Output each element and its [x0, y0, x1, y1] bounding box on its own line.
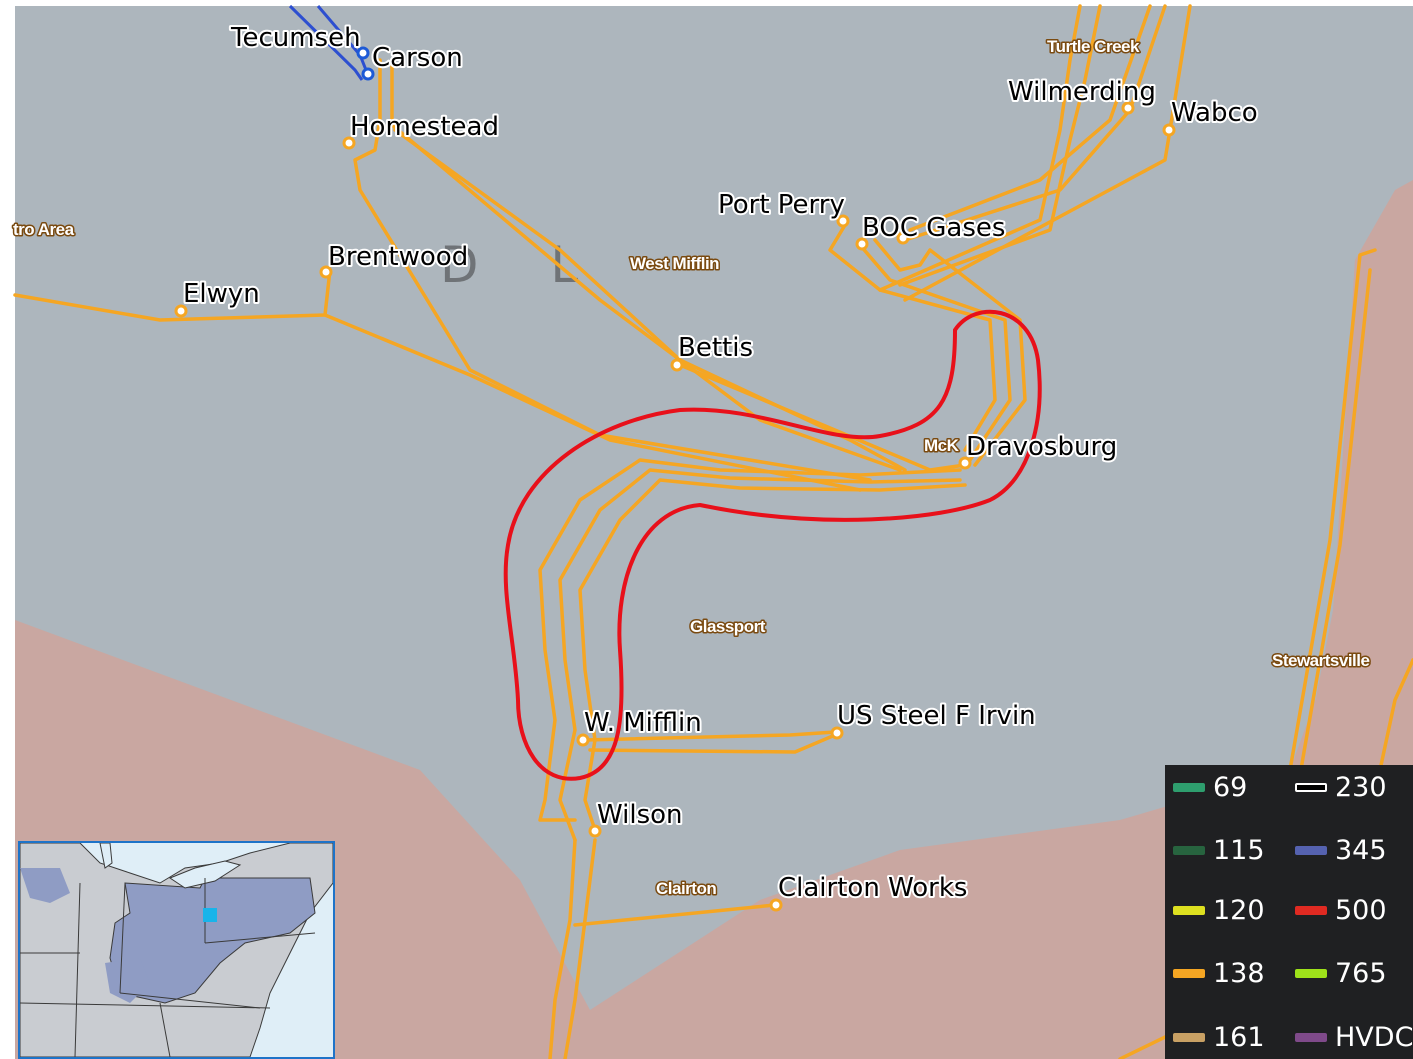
legend-label: 115 [1213, 834, 1265, 866]
legend-item-230: 230 [1295, 771, 1387, 803]
legend-label: HVDC [1335, 1021, 1413, 1053]
legend-item-345: 345 [1295, 834, 1387, 866]
neighbor-territory-east [1300, 180, 1413, 780]
legend-item-hvdc: HVDC [1295, 1021, 1413, 1053]
substation-dot[interactable] [361, 67, 375, 81]
legend-swatch [1295, 1032, 1327, 1042]
substation-dot[interactable] [1121, 101, 1135, 115]
inset-svg [20, 843, 333, 1057]
legend-label: 120 [1213, 894, 1265, 926]
substation-dot[interactable] [576, 733, 590, 747]
place-label: West Mifflin [630, 254, 719, 273]
voltage-legend: 69 230 115 345 120 500 138 765 161 HVDC [1165, 765, 1413, 1059]
legend-label: 69 [1213, 771, 1248, 803]
substation-dot[interactable] [174, 304, 188, 318]
legend-item-120: 120 [1173, 894, 1265, 926]
legend-label: 161 [1213, 1021, 1265, 1053]
substation-label: Brentwood [328, 242, 468, 272]
legend-label: 765 [1335, 957, 1387, 989]
substation-dot[interactable] [896, 231, 910, 245]
substation-label: Tecumseh [230, 23, 361, 53]
substation-dot[interactable] [830, 726, 844, 740]
substation-label: Carson [372, 43, 463, 73]
inset-service-region-west [20, 868, 70, 903]
legend-label: 138 [1213, 957, 1265, 989]
legend-label: 230 [1335, 771, 1387, 803]
place-label: Glassport [690, 617, 766, 636]
legend-item-500: 500 [1295, 894, 1387, 926]
place-label: Stewartsville [1272, 651, 1369, 670]
substation-dot[interactable] [769, 898, 783, 912]
substation-label: Wabco [1171, 98, 1258, 128]
legend-item-115: 115 [1173, 834, 1265, 866]
legend-swatch [1295, 968, 1327, 978]
substation-dot[interactable] [958, 456, 972, 470]
legend-swatch [1173, 1032, 1205, 1042]
inset-lake [99, 843, 113, 869]
legend-item-161: 161 [1173, 1021, 1265, 1053]
substation-label: Clairton Works [778, 873, 967, 903]
legend-item-765: 765 [1295, 957, 1387, 989]
legend-label: 500 [1335, 894, 1387, 926]
place-label: tro Area [13, 220, 75, 239]
inset-state-borders [20, 878, 316, 1057]
substation-dot[interactable] [319, 265, 333, 279]
legend-swatch [1173, 968, 1205, 978]
substation-markers [174, 46, 1176, 912]
substation-label: BOC Gases [862, 213, 1005, 243]
legend-swatch [1295, 905, 1327, 915]
substation-label: Bettis [678, 333, 753, 363]
place-label: Turtle Creek [1047, 37, 1140, 56]
legend-label: 345 [1335, 834, 1387, 866]
substation-dot[interactable] [855, 237, 869, 251]
overview-inset-map[interactable] [18, 841, 335, 1059]
neighbor-territory-south [15, 190, 1413, 1059]
highlight-outline [503, 309, 1042, 781]
legend-item-138: 138 [1173, 957, 1265, 989]
legend-item-69: 69 [1173, 771, 1248, 803]
substation-dot[interactable] [836, 214, 850, 228]
substation-label: Dravosburg [966, 432, 1117, 462]
substation-label: Port Perry [718, 190, 845, 220]
inset-service-region [109, 877, 316, 1004]
place-label: McK [924, 436, 960, 455]
substation-label: W. Mifflin [584, 708, 702, 738]
lines-138kv [13, 4, 1413, 1059]
legend-swatch [1173, 782, 1205, 792]
inset-lake [168, 860, 242, 889]
substation-label: US Steel F Irvin [837, 701, 1036, 731]
inset-service-region-south [105, 958, 150, 1003]
legend-swatch [1295, 845, 1327, 855]
substation-dot[interactable] [342, 136, 356, 150]
substation-label: Wilson [597, 800, 683, 830]
substation-dot[interactable] [670, 358, 684, 372]
substation-label: Homestead [350, 112, 499, 142]
legend-swatch [1173, 905, 1205, 915]
legend-swatch [1295, 782, 1327, 792]
substation-label: Elwyn [183, 279, 260, 309]
inset-view-highlight [203, 908, 217, 922]
substation-label: Wilmerding [1008, 77, 1156, 107]
legend-swatch [1173, 845, 1205, 855]
substation-dot[interactable] [356, 46, 370, 60]
place-label: Clairton [656, 879, 716, 898]
substation-dot[interactable] [1162, 123, 1176, 137]
substation-dot[interactable] [588, 824, 602, 838]
